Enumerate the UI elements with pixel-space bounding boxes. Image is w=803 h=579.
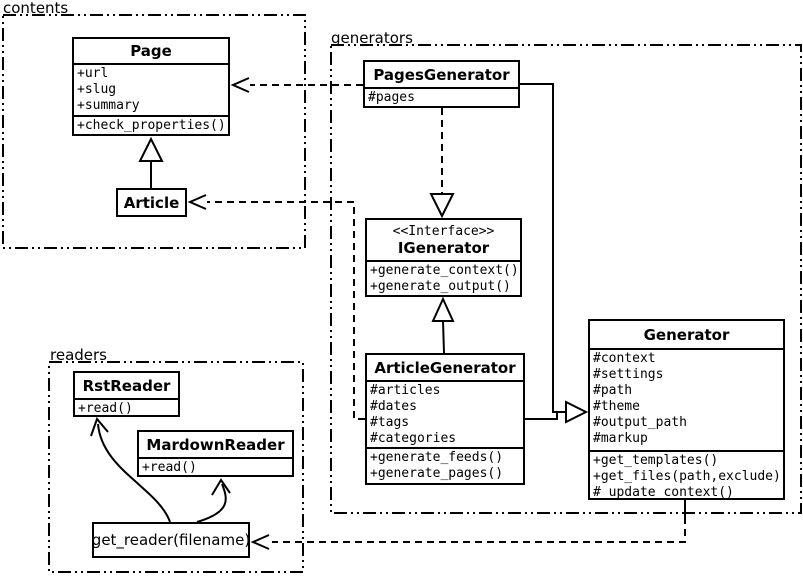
edge-article-to-page-generalization <box>138 136 164 188</box>
class-mardownreader-methods: +read() <box>142 460 197 475</box>
generators-package-label: generators <box>331 29 413 47</box>
class-article-name: Article <box>123 193 180 212</box>
edge-pagesgenerator-to-generator-generalization <box>520 83 566 413</box>
class-generator: Generator #context #settings #path #them… <box>588 319 785 500</box>
class-articlegenerator-methods: +generate_feeds() +generate_pages() <box>370 450 504 481</box>
class-igenerator-stereotype: <<Interface>> <box>392 223 495 239</box>
class-generator-name: Generator <box>590 321 783 350</box>
class-page-name: Page <box>74 39 228 65</box>
class-pagesgenerator-attributes: #pages <box>368 90 415 105</box>
generators-package-border <box>330 44 802 514</box>
class-rstreader: RstReader +read() <box>73 371 180 417</box>
class-rstreader-methods: +read() <box>78 401 133 415</box>
function-get-reader-label: get_reader(filename) <box>91 531 251 549</box>
class-page: Page +url +slug +summary +check_properti… <box>72 37 230 136</box>
edge-getreader-to-mardownreader <box>196 478 231 523</box>
edge-generator-to-getreader-dependency <box>250 500 686 550</box>
class-igenerator-header: <<Interface>> IGenerator <box>367 220 520 262</box>
function-get-reader-box: get_reader(filename) <box>92 522 250 558</box>
edge-getreader-to-rstreader <box>90 417 171 523</box>
edge-articlegenerator-to-article-dependency <box>187 194 365 420</box>
class-page-methods: +check_properties() <box>77 118 226 133</box>
class-page-attributes: +url +slug +summary <box>74 65 228 117</box>
class-articlegenerator-attributes: #articles #dates #tags #categories <box>367 382 523 449</box>
class-igenerator: <<Interface>> IGenerator +generate_conte… <box>365 218 522 297</box>
class-mardownreader-name: MardownReader <box>139 432 292 459</box>
readers-package-border <box>48 361 304 573</box>
edge-pagesgenerator-to-page-dependency <box>230 77 363 93</box>
edge-articlegenerator-to-generator-generalization <box>525 400 589 424</box>
class-rstreader-name: RstReader <box>75 373 178 400</box>
class-mardownreader: MardownReader +read() <box>137 430 294 477</box>
class-generator-methods: +get_templates() +get_files(path,exclude… <box>593 453 781 498</box>
contents-package-label: contents <box>3 0 69 17</box>
class-igenerator-name: IGenerator <box>397 238 490 257</box>
class-articlegenerator-name: ArticleGenerator <box>367 355 523 382</box>
class-generator-attributes: #context #settings #path #theme #output_… <box>590 350 783 452</box>
edge-articlegenerator-to-igenerator-generalization <box>431 296 455 354</box>
contents-package-border <box>2 14 306 249</box>
class-igenerator-methods: +generate_context() +generate_output() <box>370 263 519 294</box>
class-pagesgenerator-name: PagesGenerator <box>365 62 518 89</box>
readers-package-label: readers <box>50 346 107 364</box>
edge-pagesgenerator-to-igenerator-realization <box>429 108 455 219</box>
class-articlegenerator: ArticleGenerator #articles #dates #tags … <box>365 353 525 485</box>
class-pagesgenerator: PagesGenerator #pages <box>363 60 520 108</box>
class-article: Article <box>116 188 187 217</box>
